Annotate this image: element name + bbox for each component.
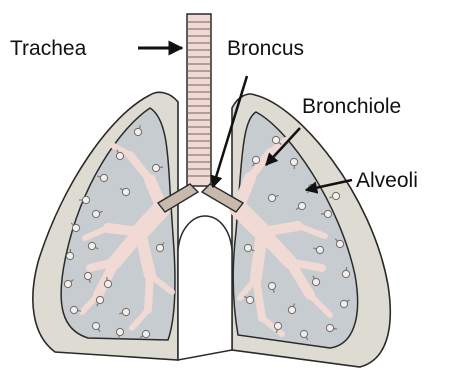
alveolus [100, 174, 107, 181]
alveoli-label: Alveoli [356, 170, 418, 191]
alveolus [70, 306, 77, 313]
alveolus [64, 280, 71, 287]
alveolus [316, 246, 323, 253]
alveolus [312, 278, 319, 285]
alveolus [88, 242, 95, 249]
alveolus [134, 128, 141, 135]
bronchus-label: Broncus [227, 38, 304, 59]
alveolus [336, 240, 343, 247]
airway-branch [148, 275, 150, 310]
alveolus [156, 244, 163, 251]
alveolus [84, 272, 91, 279]
bronchiole-label: Bronchiole [302, 96, 401, 117]
alveolus [96, 296, 103, 303]
alveolus [92, 322, 99, 329]
alveolus [72, 224, 79, 231]
airway-branch [108, 228, 140, 232]
alveolus [122, 188, 129, 195]
heart-notch [178, 216, 232, 360]
alveolus [274, 322, 281, 329]
trachea-label: Trachea [10, 38, 86, 59]
alveolus [324, 210, 331, 217]
alveolus [116, 152, 123, 159]
alveolus [66, 252, 73, 259]
trachea-tube [187, 14, 211, 186]
alveolus [288, 306, 295, 313]
airway-branch [256, 232, 262, 278]
airway-branch [262, 226, 298, 232]
alveolus [326, 324, 333, 331]
alveolus [116, 328, 123, 335]
alveolus [82, 196, 89, 203]
alveolus [104, 280, 111, 287]
alveolus [290, 158, 297, 165]
alveolus [252, 156, 259, 163]
alveolus [152, 164, 159, 171]
alveolus [332, 192, 339, 199]
alveolus [340, 300, 347, 307]
alveolus [272, 136, 279, 143]
alveolus [122, 308, 129, 315]
alveolus [244, 244, 251, 251]
alveolus [300, 330, 307, 337]
alveolus [268, 282, 275, 289]
alveolus [246, 296, 253, 303]
alveolus [142, 330, 149, 337]
alveolus [268, 194, 275, 201]
alveolus [92, 210, 99, 217]
alveolus [342, 270, 349, 277]
alveolus [298, 202, 305, 209]
